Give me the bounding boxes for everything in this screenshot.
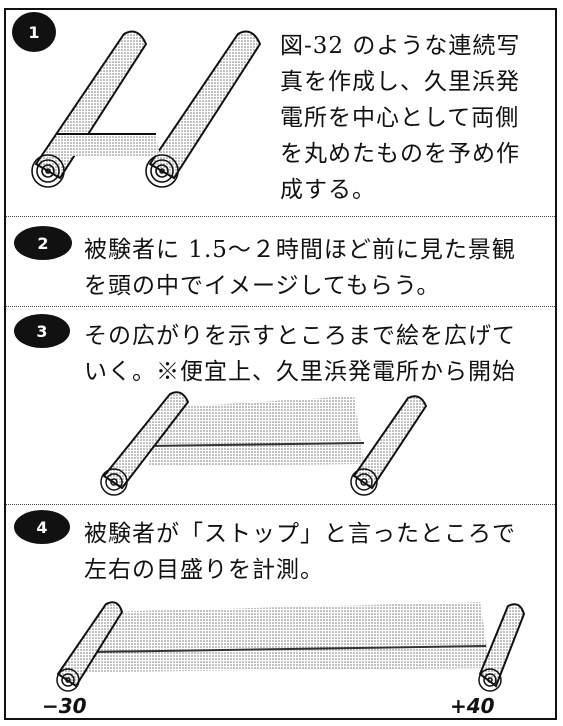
step-1: 1 図-32 のような連続写 真を作成し、久里浜発 電所を中心として両側 を丸め… [6, 10, 555, 214]
divider [6, 504, 555, 505]
step-4-text: 被験者が「ストップ」と言ったところで 左右の目盛りを計測。 [84, 521, 516, 583]
rolled-photo-illustration [31, 30, 262, 188]
divider [6, 216, 555, 217]
step-2: 2 被験者に 1.5～２時間ほど前に見た景観 を頭の中でイメージしてもらう。 [6, 218, 555, 314]
divider [6, 306, 555, 307]
step-1-text: 図-32 のような連続写 真を作成し、久里浜発 電所を中心として両側 を丸めたも… [280, 33, 521, 203]
fully-unrolled-photo-illustration [56, 601, 526, 692]
step-2-badge: 2 [14, 226, 72, 260]
step-3-badge: 3 [14, 314, 70, 348]
step-4: 4 被験者が「ストップ」と言ったところで 左右の目盛りを計測。 −30 +40 [6, 506, 555, 720]
half-unrolled-photo-illustration [100, 391, 428, 496]
step-3-text: その広がりを示すところまで絵を広げて いく。※便宜上、久里浜発電所から開始 [84, 323, 516, 385]
step-1-badge: 1 [12, 12, 56, 52]
step-4-badge: 4 [14, 510, 70, 544]
scale-left-value: −30 [42, 694, 87, 718]
step-3: 3 その広がりを示すところまで絵を広げて いく。※便宜上、久里浜発電所から開始 [6, 308, 555, 498]
procedure-frame: 1 図-32 のような連続写 真を作成し、久里浜発 電所を中心として両側 を丸め… [4, 8, 557, 720]
scale-right-value: +40 [450, 694, 495, 718]
step-2-text: 被験者に 1.5～２時間ほど前に見た景観 を頭の中でイメージしてもらう。 [84, 237, 516, 299]
